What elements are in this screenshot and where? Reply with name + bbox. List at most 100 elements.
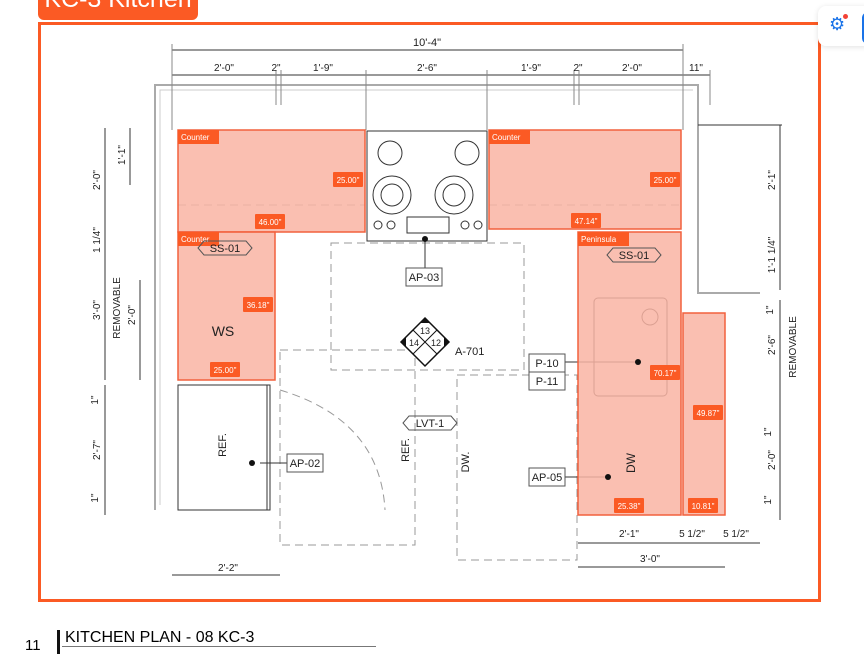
measurement-value: 25.00" [214,366,237,375]
sheet-number: 11 [25,637,41,654]
region-label: Counter [181,235,210,244]
dimension-label: 1'-9" [313,63,333,74]
region-label-tag [578,232,629,246]
p-11-tag: P-11 [536,376,558,388]
gear-icon[interactable]: ⚙ [829,14,846,34]
drawing-title-tab[interactable]: KC-3 Kitchen [38,0,198,20]
section-number: 12 [431,338,441,348]
dimension-label: 1" [763,495,774,505]
dimension-label: 3'-0" [640,554,660,565]
labels-layer: 10'-4"2'-0"2"1'-9"2'-6"1'-9"2"2'-0"11"2'… [90,37,799,574]
section-arrow-icon [420,318,430,323]
leader-dot [605,474,611,480]
p-11-tag-box [528,371,566,391]
measurement-value: 25.38" [618,502,641,511]
material-tag-outline [402,415,458,431]
section-ref-label: A-701 [455,346,484,358]
dimension-label: 1" [765,305,776,315]
dimension-label: REMOVABLE [112,277,123,339]
region-label: Peninsula [581,235,617,244]
measurement-badge [210,362,240,377]
ap-03-tag-box [405,267,443,287]
dimension-label: 1'-1 1/4" [767,236,778,273]
dimension-label: 2'-0" [622,63,642,74]
ap-03-tag: AP-03 [409,272,440,284]
dimension-label: 2'-0" [214,63,234,74]
measurement-value: 25.00" [654,176,677,185]
sheet-title: KITCHEN PLAN - 08 KC-3 [65,629,255,646]
dimension-label: 1'-1" [117,145,128,165]
dimension-label: 2'-6" [417,63,437,74]
selected-drawing-frame [38,22,821,602]
dimension-label: 1" [763,427,774,437]
dimension-label: 2'-1" [767,170,778,190]
section-number: 14 [409,338,419,348]
dimension-label: 1" [90,493,101,503]
material-tag: SS-01 [210,243,241,255]
region-label-tag [178,232,219,246]
title-bar-divider [57,630,60,654]
dimension-total-width: 10'-4" [413,37,441,49]
dw-label: DW [624,452,638,473]
dw-label: DW. [460,452,472,473]
section-arrow-icon [401,337,406,347]
dimension-label: 2'-0" [127,305,138,325]
dimension-label: 2'-0" [92,170,103,190]
leader-dot [249,460,255,466]
material-tag-outline [606,247,662,263]
ref-label: REF. [400,438,412,462]
measurement-badge [255,214,285,229]
dimension-label: 2'-6" [767,335,778,355]
material-tag: LVT-1 [416,418,445,430]
material-tag: SS-01 [619,250,650,262]
measurement-badge [243,297,273,312]
region-label: Counter [492,133,521,142]
section-arrow-icon [444,337,449,347]
measurement-badge [650,172,680,187]
ap-05-tag-box [528,467,566,487]
dimension-label: 2'-1" [619,529,639,540]
measurement-badge [650,365,680,380]
region-label-tag [178,130,219,144]
region-counter[interactable] [488,129,682,230]
region-label-tag [489,130,530,144]
dimension-label: 3'-0" [92,300,103,320]
dimension-label: 1 1/4" [92,227,103,253]
leader-dot [422,236,428,242]
measurement-value: 70.17" [654,369,677,378]
dimension-label: 5 1/2" [679,529,705,540]
dimension-label: 2" [573,63,583,74]
notification-dot [843,14,848,19]
material-tag-outline [197,240,253,256]
ap-05-tag: AP-05 [532,472,563,484]
dimension-label: 11" [689,63,703,74]
ap-02-tag: AP-02 [290,458,321,470]
settings-panel-button[interactable]: ⚙ [818,6,864,46]
measurement-value: 10.81" [692,502,715,511]
measurement-badge [614,498,644,513]
region-label: Counter [181,133,210,142]
measurement-value: 47.14" [575,217,598,226]
ap-02-tag-box [286,453,324,473]
measurement-value: 49.87" [697,409,720,418]
drawing-title: KC-3 Kitchen [44,0,191,13]
section-number: 13 [420,326,430,336]
dimension-label: 2'-7" [92,440,103,460]
leader-dot [635,359,641,365]
dimension-label: 2'-0" [767,450,778,470]
measurement-badge [693,405,723,420]
dimension-label: 5 1/2" [723,529,749,540]
measurement-badge [688,498,718,513]
dimension-label: REMOVABLE [788,316,799,378]
measurement-value: 36.18" [247,301,270,310]
section-divider [412,329,438,355]
dimension-label: 2" [271,63,281,74]
measurement-badge [333,172,363,187]
ref-label: REF. [217,433,229,457]
measurement-badge [571,213,601,228]
dimension-label: 1" [90,395,101,405]
dimension-label: 2'-2" [218,563,238,574]
title-underline [62,646,376,647]
